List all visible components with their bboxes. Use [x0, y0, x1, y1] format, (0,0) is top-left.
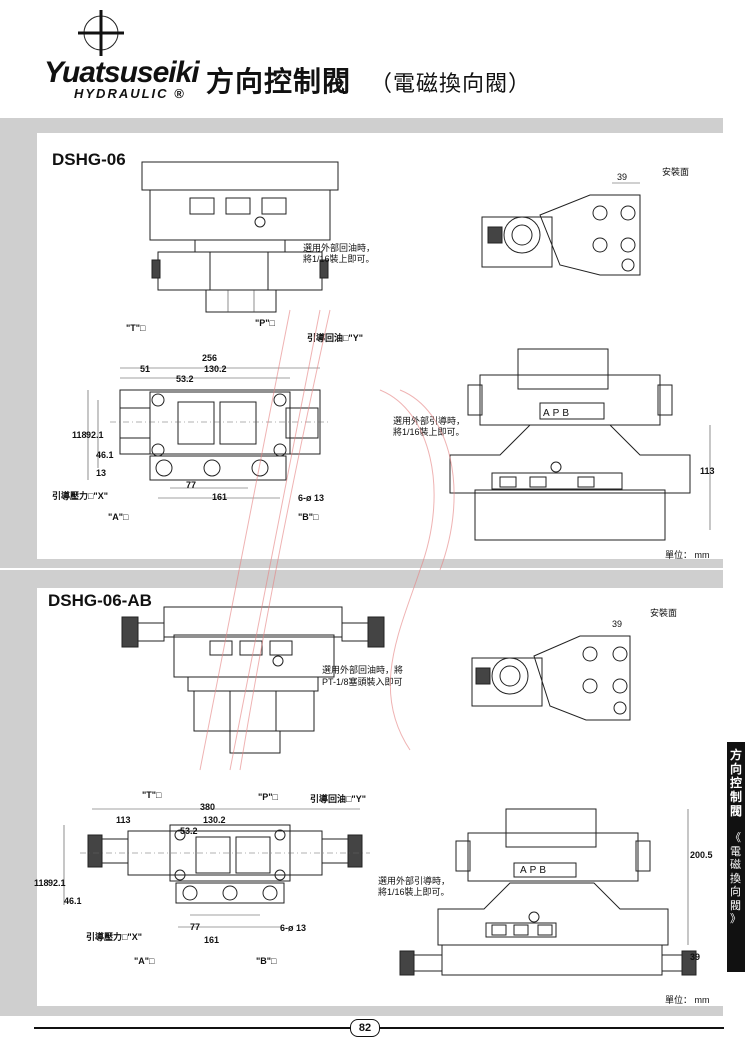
section-2-dim-161: 161	[204, 935, 220, 945]
section-2-mount-face-label: 安裝面	[650, 608, 678, 618]
section-2-dim-380: 380	[200, 802, 216, 812]
section-2-side-view-drawing	[399, 808, 697, 976]
section-1-dim-130-2: 130.2	[204, 364, 227, 374]
section-2-dim-92-1: 92.1	[48, 878, 66, 888]
section-1-dim-92-1: 92.1	[86, 430, 104, 440]
section-2-dim-113: 113	[116, 815, 131, 825]
section-1-dim-53-2: 53.2	[176, 374, 194, 384]
section-2-drain-y: 引導回油□"Y"	[310, 794, 366, 804]
section-2-dim-118: 118	[34, 878, 49, 888]
section-1-side-view-drawing	[449, 348, 711, 541]
section-1-drain-y: 引導回油□"Y"	[307, 333, 363, 343]
page-header: Yuatsuseiki HYDRAULIC ® 方向控制閥 （電磁換向閥）	[0, 0, 745, 118]
section-1-mounting-face-drawing	[481, 182, 641, 276]
side-tab-title: 方向控制閥	[730, 748, 743, 818]
section-1-port-p: "P"□	[255, 318, 275, 328]
section-2-dim-200-5: 200.5	[690, 850, 713, 860]
section-1-dim-113: 113	[700, 466, 715, 476]
section-1-dim-39: 39	[617, 172, 628, 182]
section-2-dim-46-1: 46.1	[64, 896, 82, 906]
section-1-apb-label: APB	[543, 408, 573, 419]
section-2-unit: 單位： mm	[665, 995, 710, 1005]
section-2-port-p: "P"□	[258, 792, 278, 802]
section-2-port-b: "B"□	[256, 956, 277, 966]
section-2-model-title: DSHG-06-AB	[48, 591, 152, 610]
section-1-port-a: "A"□	[108, 512, 129, 522]
section-2-plan-view-drawing	[63, 808, 370, 928]
section-1-plan-view-drawing	[87, 367, 330, 499]
brand-name: Yuatsuseiki	[44, 56, 200, 89]
section-1-hole-spec: 6-ø 13	[298, 493, 325, 503]
section-1-top-view-drawing	[141, 161, 339, 313]
watermark-logo	[199, 309, 455, 771]
section-1-note-external-pilot: 選用外部引導時，將1/16裝上即可。	[393, 416, 466, 437]
section-2-dim-39b: 39	[690, 952, 701, 962]
section-1-card	[37, 133, 723, 559]
brand-subtitle: HYDRAULIC ®	[74, 86, 186, 101]
section-2-mounting-face-drawing	[471, 635, 631, 721]
chapter-side-tab: 方向控制閥 《電磁換向閥》	[727, 742, 745, 972]
section-2-port-t: "T"□	[142, 790, 162, 800]
section-1-pilot-x: 引導壓力□"X"	[52, 491, 108, 501]
section-1-model-title: DSHG-06	[52, 150, 126, 169]
section-1-port-t: "T"□	[126, 323, 146, 333]
section-1-dim-51: 51	[140, 364, 151, 374]
section-1-unit: 單位： mm	[665, 550, 710, 560]
section-1-dim-118: 118	[72, 430, 87, 440]
section-1-mount-face-label: 安裝面	[662, 167, 690, 177]
section-1-note-external-drain: 選用外部回油時，將1/16裝上即可。	[303, 243, 376, 264]
section-1-dim-46-1: 46.1	[96, 450, 114, 460]
section-2-dim-130-2: 130.2	[203, 815, 226, 825]
section-2-port-a: "A"□	[134, 956, 155, 966]
section-2-note-external-pilot: 選用外部引導時，將1/16裝上即可。	[378, 876, 451, 897]
section-2-hole-spec: 6-ø 13	[280, 923, 307, 933]
section-2-dim-77: 77	[190, 922, 201, 932]
section-1-port-b: "B"□	[298, 512, 319, 522]
section-1-dim-256: 256	[202, 353, 218, 363]
section-2-dim-39: 39	[612, 619, 623, 629]
side-tab-subtitle: 《電磁換向閥》	[730, 832, 741, 925]
section-1-dim-13: 13	[96, 468, 107, 478]
page-subtitle: （電磁換向閥）	[370, 71, 532, 96]
page-title: 方向控制閥	[206, 66, 352, 97]
section-2-card	[37, 588, 723, 1006]
section-1-dim-161: 161	[212, 492, 228, 502]
section-1-dim-77: 77	[186, 480, 197, 490]
brand-symbol-icon	[78, 10, 124, 56]
section-2-apb-label: APB	[520, 865, 550, 876]
page-number: 82	[350, 1019, 380, 1037]
section-2-dim-53-2: 53.2	[180, 826, 198, 836]
section-2-pilot-x: 引導壓力□"X"	[86, 932, 142, 942]
